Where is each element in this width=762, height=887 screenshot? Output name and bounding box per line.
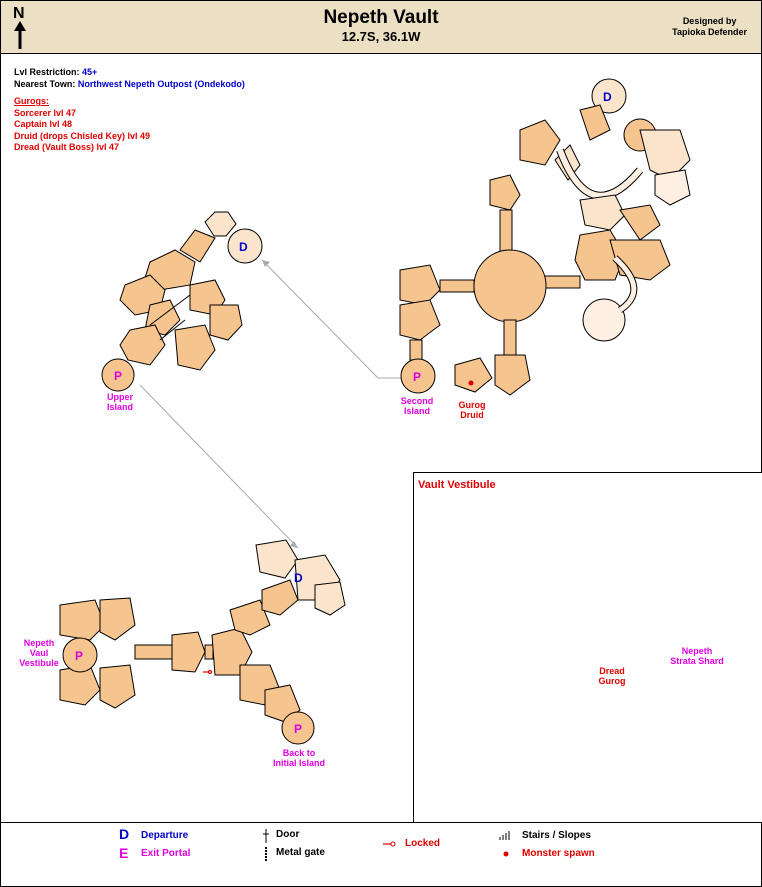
lvl-restriction-value: 45+ (82, 67, 98, 77)
locked-door-icon (203, 669, 213, 675)
north-arrow-icon (14, 21, 26, 49)
label-line: Initial Island (272, 758, 325, 768)
gurog-heading: Gurogs: (14, 96, 49, 106)
compass: N (11, 5, 33, 51)
nearest-town-label: Nearest Town: (14, 78, 76, 89)
label-line: Island (403, 406, 430, 416)
label-line: Nepeth (23, 638, 55, 648)
gurog-item: Druid (drops Chisled Key) lvl 49 (14, 130, 151, 141)
legend-metal-gate-label: Metal gate (276, 847, 325, 858)
stairs-icon (499, 831, 510, 840)
legend-stairs-label: Stairs / Slopes (522, 830, 591, 841)
info-block: Lvl Restriction: 45+ Nearest Town: North… (14, 67, 245, 90)
label-dread-gurog: Dread Gurog (594, 666, 630, 686)
label-line: Dread (599, 666, 625, 676)
portal-marker-vestibule: P (75, 649, 83, 663)
legend-locked-label: Locked (405, 838, 441, 849)
label-line: Nepeth (681, 646, 713, 656)
departure-marker-upper: D (239, 240, 248, 254)
monster-spawn-icon (503, 851, 509, 857)
label-line: Gurog (458, 400, 486, 410)
legend-door-label: Door (276, 829, 300, 840)
legend-exit-symbol: E (119, 845, 129, 861)
designer-credit: Designed by Tapioka Defender (672, 16, 747, 38)
designer-line-2: Tapioka Defender (672, 27, 747, 37)
label-gurog-druid: Gurog Druid (454, 400, 490, 420)
designer-line-1: Designed by (682, 16, 737, 26)
portal-marker-back: P (294, 722, 302, 736)
legend-departure-label: Departure (141, 830, 189, 841)
lvl-restriction-label: Lvl Restriction: (14, 67, 80, 77)
label-back-to-initial: Back to Initial Island (266, 748, 332, 768)
header-bar: N Nepeth Vault 12.7S, 36.1W Designed by … (1, 1, 761, 54)
label-line: Upper (106, 392, 133, 402)
label-strata-shard: Nepeth Strata Shard (664, 646, 730, 666)
gurog-item: Sorcerer lvl 47 (14, 107, 77, 118)
label-line: Strata Shard (670, 656, 724, 666)
label-second-island: Second Island (398, 396, 436, 416)
label-line: Back to (282, 748, 316, 758)
gurog-item: Dread (Vault Boss) lvl 47 (14, 142, 120, 152)
locked-icon (383, 841, 396, 847)
departure-marker-lower: D (294, 571, 303, 585)
label-line: Druid (460, 410, 484, 420)
legend-departure-symbol: D (119, 826, 130, 842)
legend: D Departure E Exit Portal Door Metal gat… (1, 822, 761, 886)
label-line: Second (400, 396, 434, 406)
monster-spawn-druid (468, 380, 474, 386)
door-icon (263, 829, 269, 843)
inset-title: Vault Vestibule (418, 479, 496, 491)
upper-island (101, 211, 263, 392)
nearest-town-value: Northwest Nepeth Outpost (Ondekodo) (77, 78, 245, 89)
lower-island (59, 539, 346, 745)
map-coordinates: 12.7S, 36.1W (341, 29, 421, 44)
portal-marker-second: P (413, 370, 421, 384)
label-line: Gurog (598, 676, 626, 686)
gurog-item: Captain lvl 48 (14, 119, 73, 129)
connection-lines (139, 259, 405, 549)
page-title: Nepeth Vault (323, 7, 439, 28)
metal-gate-icon (265, 847, 267, 861)
label-line: Vaul (29, 648, 49, 658)
portal-marker-upper: P (114, 369, 122, 383)
label-line: Vestibule (19, 658, 59, 668)
compass-letter: N (13, 5, 25, 22)
label-vestibule: Nepeth Vaul Vestibule (16, 638, 62, 668)
legend-exit-label: Exit Portal (141, 848, 191, 859)
second-island (399, 78, 691, 396)
gurog-list: Gurogs: Sorcerer lvl 47 Captain lvl 48 D… (14, 96, 150, 154)
legend-monster-label: Monster spawn (522, 848, 595, 859)
label-upper-island: Upper Island (104, 392, 136, 412)
label-line: Island (106, 402, 133, 412)
vestibule-inset: Vault Vestibule (413, 472, 762, 823)
departure-marker-second: D (603, 90, 612, 104)
